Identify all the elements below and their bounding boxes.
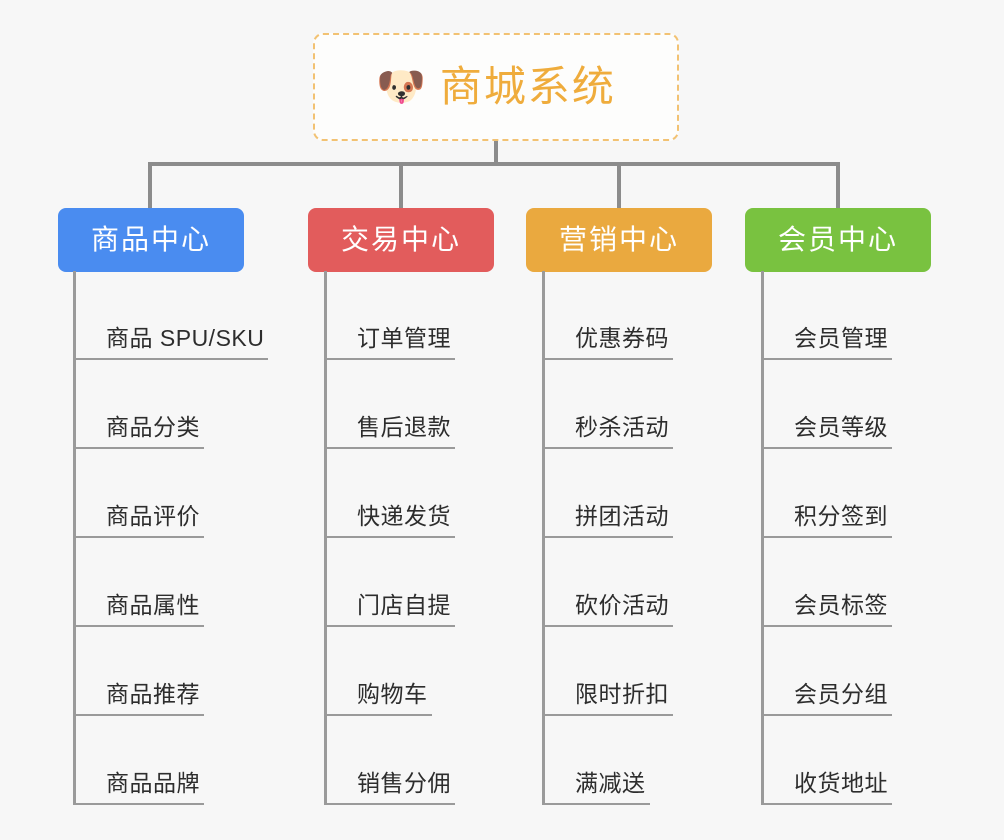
horizontal-bus-connector [150,162,840,166]
leaf-item[interactable]: 门店自提 [327,538,455,627]
category-label: 会员中心 [777,224,898,255]
leaf-underline: 订单管理 [327,325,455,360]
leaf-label: 订单管理 [357,324,451,351]
leaf-item[interactable]: 销售分佣 [327,716,455,805]
leaf-item[interactable]: 拼团活动 [545,449,673,538]
leaf-underline: 优惠券码 [545,325,673,360]
branch-spine [73,271,76,805]
leaf-label: 会员管理 [794,324,888,351]
leaf-underline: 门店自提 [327,592,455,627]
leaf-item[interactable]: 会员等级 [764,360,892,449]
leaf-underline: 会员管理 [764,325,892,360]
category-box-member[interactable]: 会员中心 [745,208,931,272]
drop-connector-3 [617,162,621,208]
leaf-label: 售后退款 [357,413,451,440]
leaf-label: 会员等级 [794,413,888,440]
leaf-label: 商品分类 [106,413,200,440]
leaf-underline: 砍价活动 [545,592,673,627]
leaf-underline: 商品 SPU/SKU [76,324,269,360]
leaf-item[interactable]: 商品评价 [76,449,204,538]
leaf-underline: 商品推荐 [76,681,204,716]
leaf-label: 秒杀活动 [575,413,669,440]
leaf-item[interactable]: 秒杀活动 [545,360,673,449]
leaf-underline: 满减送 [545,770,650,805]
drop-connector-2 [399,162,403,208]
category-label: 交易中心 [340,224,461,255]
leaf-label: 商品 SPU/SKU [106,324,265,351]
leaf-item[interactable]: 快递发货 [327,449,455,538]
leaf-item[interactable]: 优惠券码 [545,271,673,360]
leaf-label: 商品评价 [106,502,200,529]
leaf-item[interactable]: 订单管理 [327,271,455,360]
leaf-label: 积分签到 [794,502,888,529]
leaf-underline: 商品评价 [76,503,204,538]
leaf-item[interactable]: 购物车 [327,627,432,716]
leaf-underline: 商品分类 [76,414,204,449]
leaf-item[interactable]: 砍价活动 [545,538,673,627]
leaf-label: 砍价活动 [575,591,669,618]
root-node[interactable]: 🐶 商城系统 [313,33,679,141]
leaf-item[interactable]: 会员管理 [764,271,892,360]
leaf-underline: 限时折扣 [545,681,673,716]
leaf-label: 收货地址 [794,769,888,796]
leaf-underline: 收货地址 [764,770,892,805]
drop-connector-1 [148,162,152,208]
leaf-item[interactable]: 商品 SPU/SKU [76,271,269,360]
leaf-label: 满减送 [575,769,646,796]
leaf-label: 会员标签 [794,591,888,618]
leaf-underline: 快递发货 [327,503,455,538]
branch-spine [542,271,545,805]
leaf-underline: 购物车 [327,681,432,716]
branch-spine [324,271,327,805]
leaf-label: 销售分佣 [357,769,451,796]
leaf-label: 快递发货 [357,502,451,529]
category-label: 营销中心 [558,224,679,255]
shiba-dog-face-icon: 🐶 [376,65,426,109]
leaf-item[interactable]: 售后退款 [327,360,455,449]
branch-spine [761,271,764,805]
category-label: 商品中心 [90,224,211,255]
leaf-label: 商品推荐 [106,680,200,707]
leaf-item[interactable]: 商品分类 [76,360,204,449]
leaf-underline: 拼团活动 [545,503,673,538]
leaf-item[interactable]: 收货地址 [764,716,892,805]
leaf-underline: 售后退款 [327,414,455,449]
leaf-underline: 销售分佣 [327,770,455,805]
leaf-item[interactable]: 积分签到 [764,449,892,538]
leaf-item[interactable]: 商品属性 [76,538,204,627]
leaf-item[interactable]: 限时折扣 [545,627,673,716]
leaf-item[interactable]: 满减送 [545,716,650,805]
root-stem-connector [494,141,498,164]
leaf-label: 门店自提 [357,591,451,618]
leaf-label: 优惠券码 [575,324,669,351]
leaf-underline: 会员等级 [764,414,892,449]
root-title: 商城系统 [439,63,616,110]
leaf-underline: 积分签到 [764,503,892,538]
category-box-product[interactable]: 商品中心 [58,208,244,272]
leaf-label: 购物车 [357,680,428,707]
leaf-underline: 秒杀活动 [545,414,673,449]
category-box-marketing[interactable]: 营销中心 [526,208,712,272]
leaf-underline: 商品品牌 [76,770,204,805]
leaf-label: 拼团活动 [575,502,669,529]
leaf-label: 限时折扣 [575,680,669,707]
drop-connector-4 [836,162,840,208]
category-box-trade[interactable]: 交易中心 [308,208,494,272]
leaf-underline: 会员标签 [764,592,892,627]
leaf-item[interactable]: 会员分组 [764,627,892,716]
leaf-underline: 会员分组 [764,681,892,716]
leaf-label: 商品属性 [106,591,200,618]
leaf-item[interactable]: 商品推荐 [76,627,204,716]
leaf-label: 商品品牌 [106,769,200,796]
leaf-label: 会员分组 [794,680,888,707]
leaf-underline: 商品属性 [76,592,204,627]
leaf-item[interactable]: 会员标签 [764,538,892,627]
leaf-item[interactable]: 商品品牌 [76,716,204,805]
